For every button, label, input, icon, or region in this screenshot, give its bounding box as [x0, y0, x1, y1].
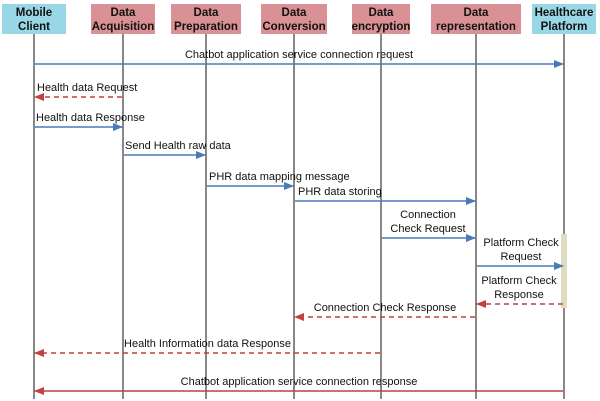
message-label: Send Health raw data [125, 140, 232, 152]
participant-label: Mobile [16, 7, 52, 19]
message-label: Platform Check [481, 275, 557, 287]
message-label: Chatbot application service connection r… [181, 376, 418, 388]
lifelines [33, 34, 565, 399]
participant-enc: Data encryption [352, 4, 411, 34]
participant-box-acq [91, 4, 155, 34]
message-label: PHR data storing [298, 186, 382, 198]
message-3: Health data Response [35, 112, 145, 131]
message-label: Request [501, 251, 542, 263]
message-2: Health data Request [34, 82, 137, 101]
participant-box-mobile [2, 4, 66, 34]
participant-label: Data [282, 7, 308, 19]
participant-label: Preparation [174, 21, 238, 33]
message-6: PHR data storing [295, 186, 476, 205]
message-label: Health data Response [36, 112, 145, 124]
activation-bar-hc [561, 234, 567, 308]
message-label: Platform Check [483, 237, 559, 249]
message-12: Chatbot application service connection r… [34, 376, 563, 395]
message-label: Health data Request [37, 82, 137, 94]
participant-box-conv [261, 4, 327, 34]
participant-rep: Data representation [431, 4, 521, 34]
participant-label: Client [18, 21, 50, 33]
participant-label: Data [194, 7, 220, 19]
message-label: Chatbot application service connection r… [185, 49, 413, 61]
message-label: Connection Check Response [314, 302, 456, 314]
participant-label: Data [369, 7, 395, 19]
activation-bars [561, 234, 567, 308]
message-4: Send Health raw data [124, 140, 232, 159]
message-label: Check Request [390, 223, 465, 235]
participant-box-rep [431, 4, 521, 34]
message-label: Response [494, 289, 544, 301]
message-10: Connection Check Response [294, 302, 475, 321]
participant-box-hc [532, 4, 596, 34]
message-5: PHR data mapping message [207, 171, 350, 190]
participant-label: Platform [541, 21, 588, 33]
participant-box-prep [171, 4, 241, 34]
message-label: Health Information data Response [124, 338, 291, 350]
participant-label: encryption [352, 21, 411, 33]
messages: Chatbot application service connection r… [34, 49, 564, 395]
message-label: PHR data mapping message [209, 171, 350, 183]
participant-label: Acquisition [92, 21, 155, 33]
message-11: Health Information data Response [34, 338, 380, 357]
participant-label: Healthcare [535, 7, 594, 19]
participant-label: Conversion [262, 21, 325, 33]
participant-headers: MobileClientDataAcquisitionDataPreparati… [2, 4, 596, 34]
participant-box-enc [352, 4, 410, 34]
participant-label: Data [111, 7, 137, 19]
message-label: Connection [400, 209, 456, 221]
participant-label: Data [464, 7, 490, 19]
message-1: Chatbot application service connection r… [35, 49, 564, 68]
participant-label: representation [436, 21, 516, 33]
